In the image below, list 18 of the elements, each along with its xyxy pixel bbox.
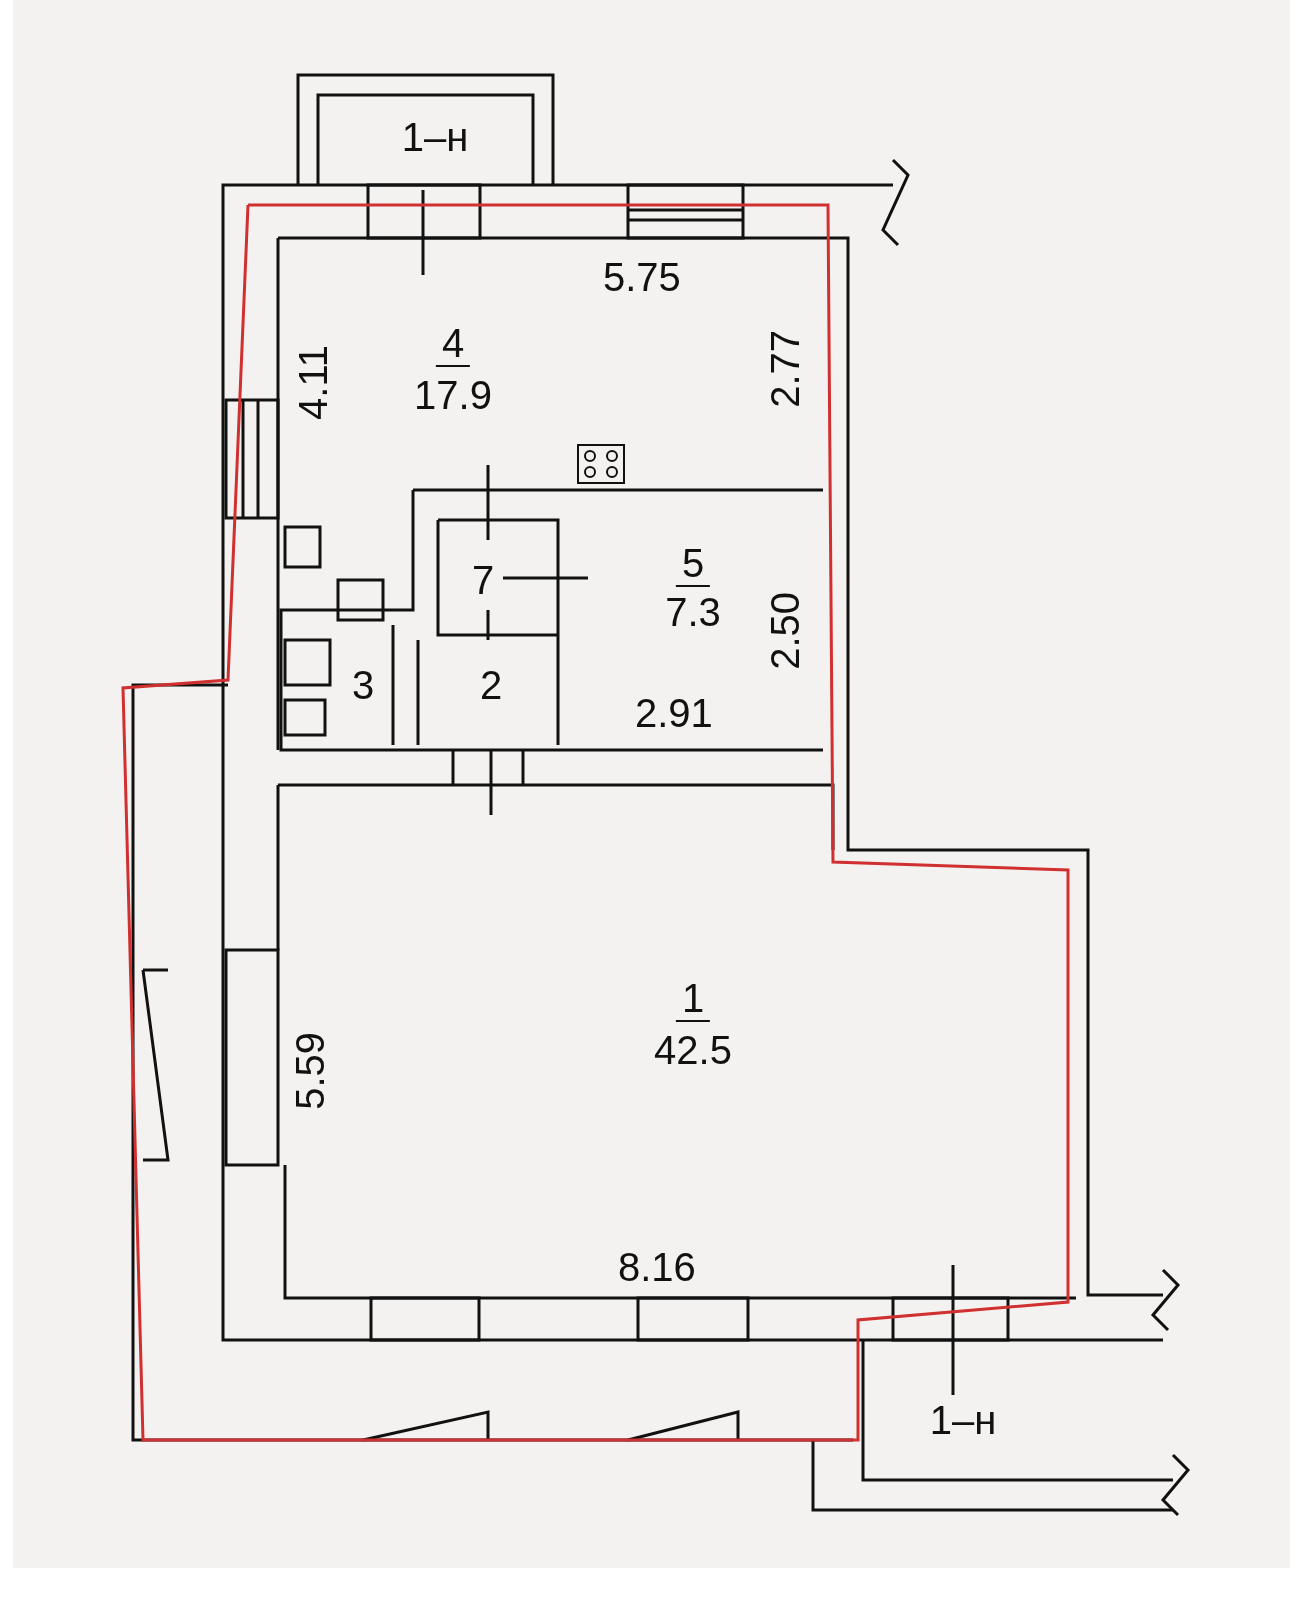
dimension-label: 8.16 xyxy=(618,1247,696,1287)
room-number: 3 xyxy=(351,665,375,705)
room-number: 7 xyxy=(471,560,495,600)
room-number: 1–н xyxy=(929,1400,997,1440)
dimension-label: 2.77 xyxy=(765,330,805,408)
room-area-value: 17.9 xyxy=(414,375,492,415)
room-area-value: 7.3 xyxy=(665,592,721,632)
room-number: 4 xyxy=(435,323,471,367)
room-number: 2 xyxy=(479,665,503,705)
room-number: 1 xyxy=(675,978,711,1022)
dimension-label: 5.75 xyxy=(603,257,681,297)
dimension-label: 2.50 xyxy=(765,592,805,670)
room-area-value: 42.5 xyxy=(654,1030,732,1070)
room-number: 5 xyxy=(675,543,711,587)
dimension-label: 4.11 xyxy=(293,345,333,420)
dimension-label: 5.59 xyxy=(290,1032,330,1110)
dimension-label: 2.91 xyxy=(635,693,713,733)
room-number: 1–н xyxy=(401,117,469,157)
